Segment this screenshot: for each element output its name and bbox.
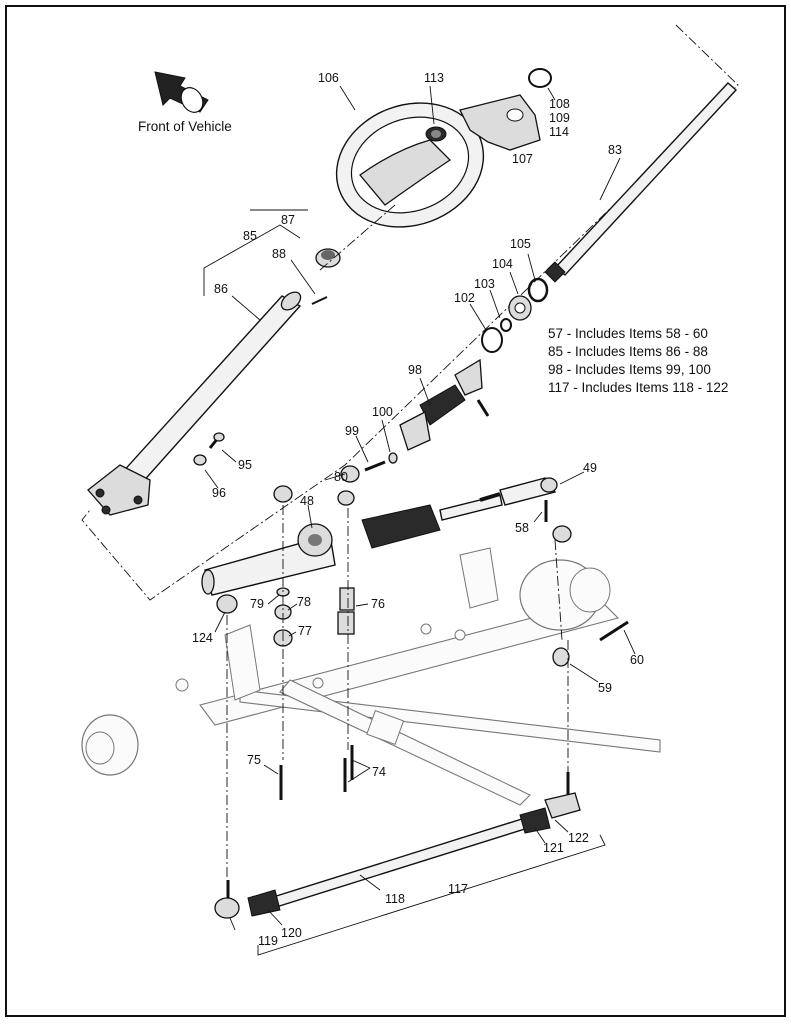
callout-122: 122 — [568, 831, 589, 845]
callout-96: 96 — [212, 486, 226, 500]
callout-106: 106 — [318, 71, 339, 85]
steering-column-tube — [87, 291, 302, 516]
column-group-boundary — [81, 24, 739, 601]
callout-99: 99 — [345, 424, 359, 438]
retaining-ring-108 — [528, 68, 552, 88]
callout-74: 74 — [372, 765, 386, 779]
spacer-103 — [500, 318, 512, 332]
leader-lines — [204, 85, 636, 931]
tie-rod-assembly — [214, 772, 581, 919]
callout-75: 75 — [247, 753, 261, 767]
washer-96 — [193, 454, 207, 466]
spacer-76-top — [339, 587, 355, 611]
universal-joint — [399, 358, 490, 451]
bracket-117 — [257, 834, 606, 956]
bolt-95 — [208, 432, 225, 449]
nut-80-lower — [337, 490, 355, 506]
retaining-ring-102 — [481, 327, 503, 353]
callout-85: 85 — [243, 229, 257, 243]
callout-86: 86 — [214, 282, 228, 296]
callout-87: 87 — [281, 213, 295, 227]
centerline-column — [319, 204, 396, 271]
note-117: 117 - Includes Items 118 - 122 — [548, 380, 728, 395]
front-axle-assembly — [81, 547, 661, 806]
bearing-104-bore — [514, 302, 526, 314]
nut-80-left — [273, 485, 293, 503]
callout-76: 76 — [371, 597, 385, 611]
steering-wheel — [335, 102, 485, 228]
bracket-85 — [203, 224, 301, 296]
callout-124: 124 — [192, 631, 213, 645]
ujoint-bolt — [476, 399, 490, 417]
callout-77: 77 — [298, 624, 312, 638]
callout-121: 121 — [543, 841, 564, 855]
callout-78: 78 — [297, 595, 311, 609]
callout-60: 60 — [630, 653, 644, 667]
bushing-87 — [315, 248, 341, 268]
note-98: 98 - Includes Items 99, 100 — [548, 362, 711, 377]
steering-rack — [201, 492, 503, 596]
callout-59: 59 — [598, 681, 612, 695]
front-of-vehicle-label: Front of Vehicle — [138, 119, 232, 134]
callout-48: 48 — [300, 494, 314, 508]
callout-80: 80 — [334, 470, 348, 484]
callout-113: 113 — [424, 71, 444, 85]
note-57: 57 - Includes Items 58 - 60 — [548, 326, 708, 341]
callout-98: 98 — [408, 363, 422, 377]
callout-79: 79 — [250, 597, 264, 611]
callout-102: 102 — [454, 291, 475, 305]
nut-100 — [388, 452, 398, 464]
nut-right-top — [552, 525, 572, 543]
nut-124 — [216, 594, 238, 614]
callout-83: 83 — [608, 143, 622, 157]
callout-118: 118 — [385, 892, 405, 906]
callout-103: 103 — [474, 277, 495, 291]
callout-119: 119 — [258, 934, 278, 948]
callout-58: 58 — [515, 521, 529, 535]
callout-108: 108 — [549, 97, 570, 111]
callout-105: 105 — [510, 237, 531, 251]
steering-wheel-cap — [459, 94, 541, 151]
bolt-99 — [364, 460, 386, 472]
callout-114: 114 — [549, 125, 569, 139]
callout-49: 49 — [583, 461, 597, 475]
callout-107: 107 — [512, 152, 533, 166]
inner-tie-rod-end — [499, 477, 558, 522]
nut-59 — [552, 647, 570, 667]
callout-95: 95 — [238, 458, 252, 472]
callout-88: 88 — [272, 247, 286, 261]
screw-88 — [311, 296, 328, 305]
callout-104: 104 — [492, 257, 513, 271]
front-direction-arrow-icon — [154, 71, 209, 113]
centerline-kingpin — [554, 539, 563, 641]
nut-80-right — [340, 465, 360, 483]
diagram-frame — [5, 5, 786, 1017]
callout-120: 120 — [281, 926, 302, 940]
note-85: 85 - Includes Items 86 - 88 — [548, 344, 708, 359]
callout-117: 117 — [448, 882, 468, 896]
steering-shaft — [544, 82, 738, 283]
retaining-ring-105 — [527, 277, 549, 303]
callout-100: 100 — [372, 405, 393, 419]
cotter-pin-60 — [599, 620, 629, 642]
spacer-76-bottom — [337, 611, 355, 635]
callout-109: 109 — [549, 111, 570, 125]
